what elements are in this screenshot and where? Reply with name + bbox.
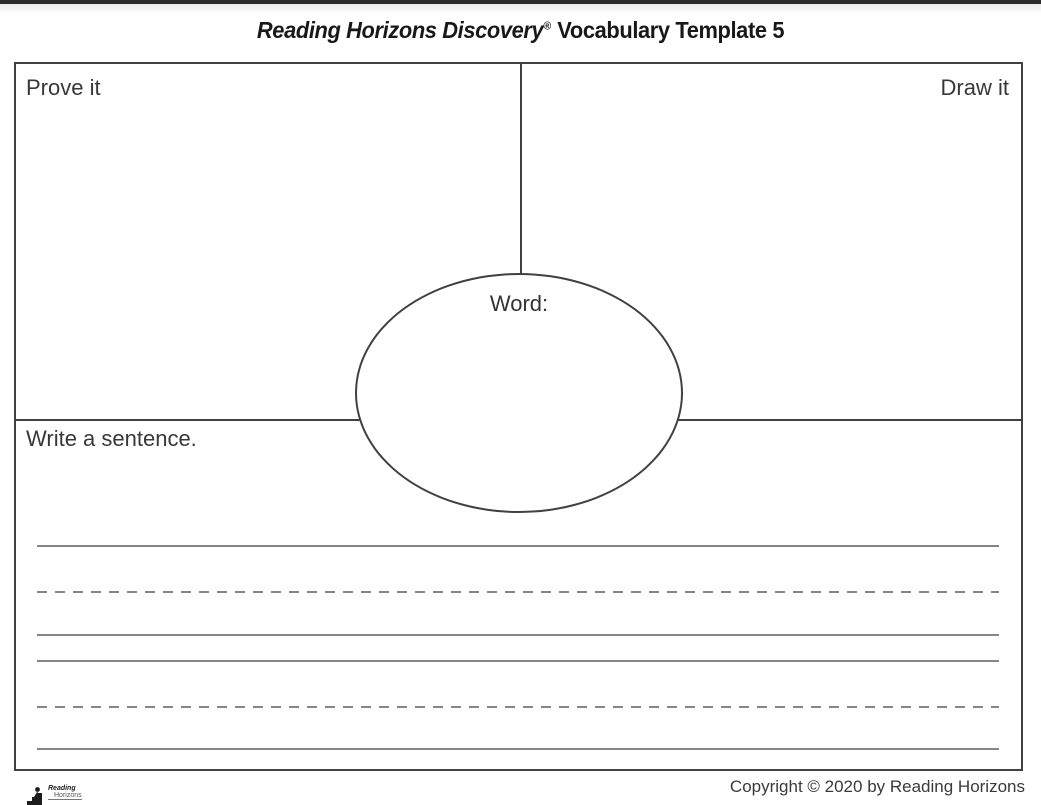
writing-line-dashed-2	[37, 706, 999, 708]
writing-line-dashed-1	[37, 591, 999, 593]
registered-mark: ®	[543, 20, 551, 33]
word-oval: Word:	[355, 273, 683, 513]
word-label: Word:	[489, 291, 549, 316]
writing-line-solid-3	[37, 660, 999, 662]
copyright-text: Copyright © 2020 by Reading Horizons	[729, 777, 1025, 796]
reading-horizons-logo: Reading Horizons	[20, 785, 100, 805]
draw-it-label: Draw it	[940, 75, 1009, 100]
prove-it-label: Prove it	[26, 75, 101, 100]
title-brand: Reading Horizons Discovery	[256, 17, 544, 43]
writing-line-solid-4	[37, 748, 999, 750]
worksheet-title: Reading Horizons Discovery® Vocabulary Te…	[26, 17, 1015, 44]
writing-line-solid-1	[37, 545, 999, 547]
logo-line2: Horizons	[48, 792, 82, 800]
worksheet-box: Prove it Draw it Word: Write a sentence.	[14, 62, 1023, 771]
quadrant-vertical-divider	[520, 64, 522, 276]
writing-line-solid-2	[37, 634, 999, 636]
logo-line1: Reading	[48, 785, 76, 792]
logo-climber-icon	[22, 787, 42, 805]
page-top-edge	[0, 0, 1041, 4]
page-top-shadow	[0, 4, 1041, 14]
title-rest: Vocabulary Template 5	[557, 17, 785, 43]
write-sentence-label: Write a sentence.	[26, 426, 197, 451]
logo-wordmark: Reading Horizons	[48, 785, 82, 800]
